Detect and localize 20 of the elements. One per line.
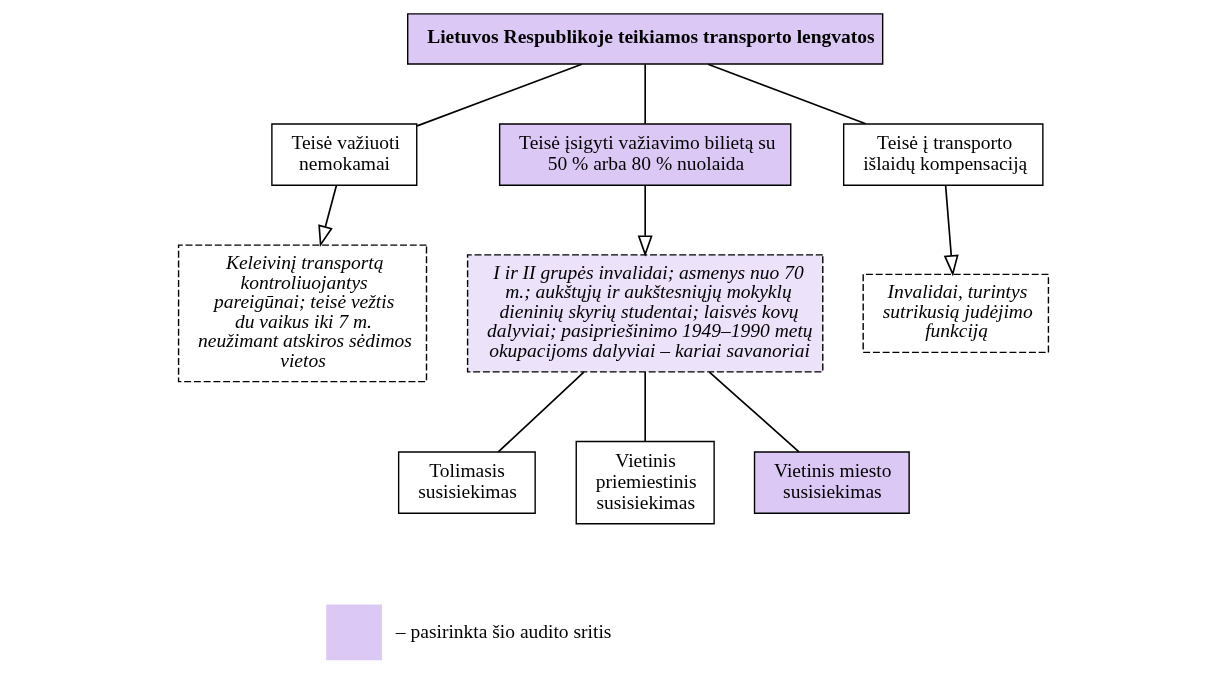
node-box: Teisė važiuoti nemokamai	[270, 123, 417, 186]
node-box: Keleivinį transportą kontroliuojantys pareigūnai; teisė vežtis du vaikus iki 7 m. neužimant atskiros sėdimos vietos	[177, 244, 427, 383]
connector	[496, 371, 585, 453]
connector	[643, 371, 646, 442]
arrow	[943, 184, 959, 277]
connector	[708, 371, 800, 453]
node-box: Invalidai, turintys sutrikusią judėjimo funkciją	[861, 273, 1049, 354]
node-box: Teisė įsigyti važiavimo bilietą su 50 % arba 80 % nuolaida	[498, 123, 791, 186]
node-box: Teisė į transporto išlaidų kompensaciją	[842, 123, 1044, 186]
node-box: I ir II grupės invalidai; asmenys nuo 70 m.; aukštųjų ir aukštesniųjų mokyklų dieninių skyrių studentai; laisvės kovų dalyviai; pasipriešinimo 1949–1990 metų okupacijoms dalyviai – kariai savanoriai	[466, 254, 823, 373]
arrow	[317, 184, 337, 248]
connector	[643, 63, 646, 125]
connector	[415, 63, 583, 127]
connector	[706, 63, 866, 125]
node-box: Vietinis priemiestinis susisiekimas	[575, 440, 715, 525]
arrow	[637, 184, 653, 257]
legend-label: – pasirinkta šio audito sritis	[395, 620, 611, 642]
node-box: Lietuvos Respublikoje teikiamos transporto lengvatos	[406, 13, 883, 65]
node-box: Vietinis miesto susisiekimas	[753, 451, 910, 514]
node-box: Tolimasis susisiekimas	[397, 451, 536, 514]
